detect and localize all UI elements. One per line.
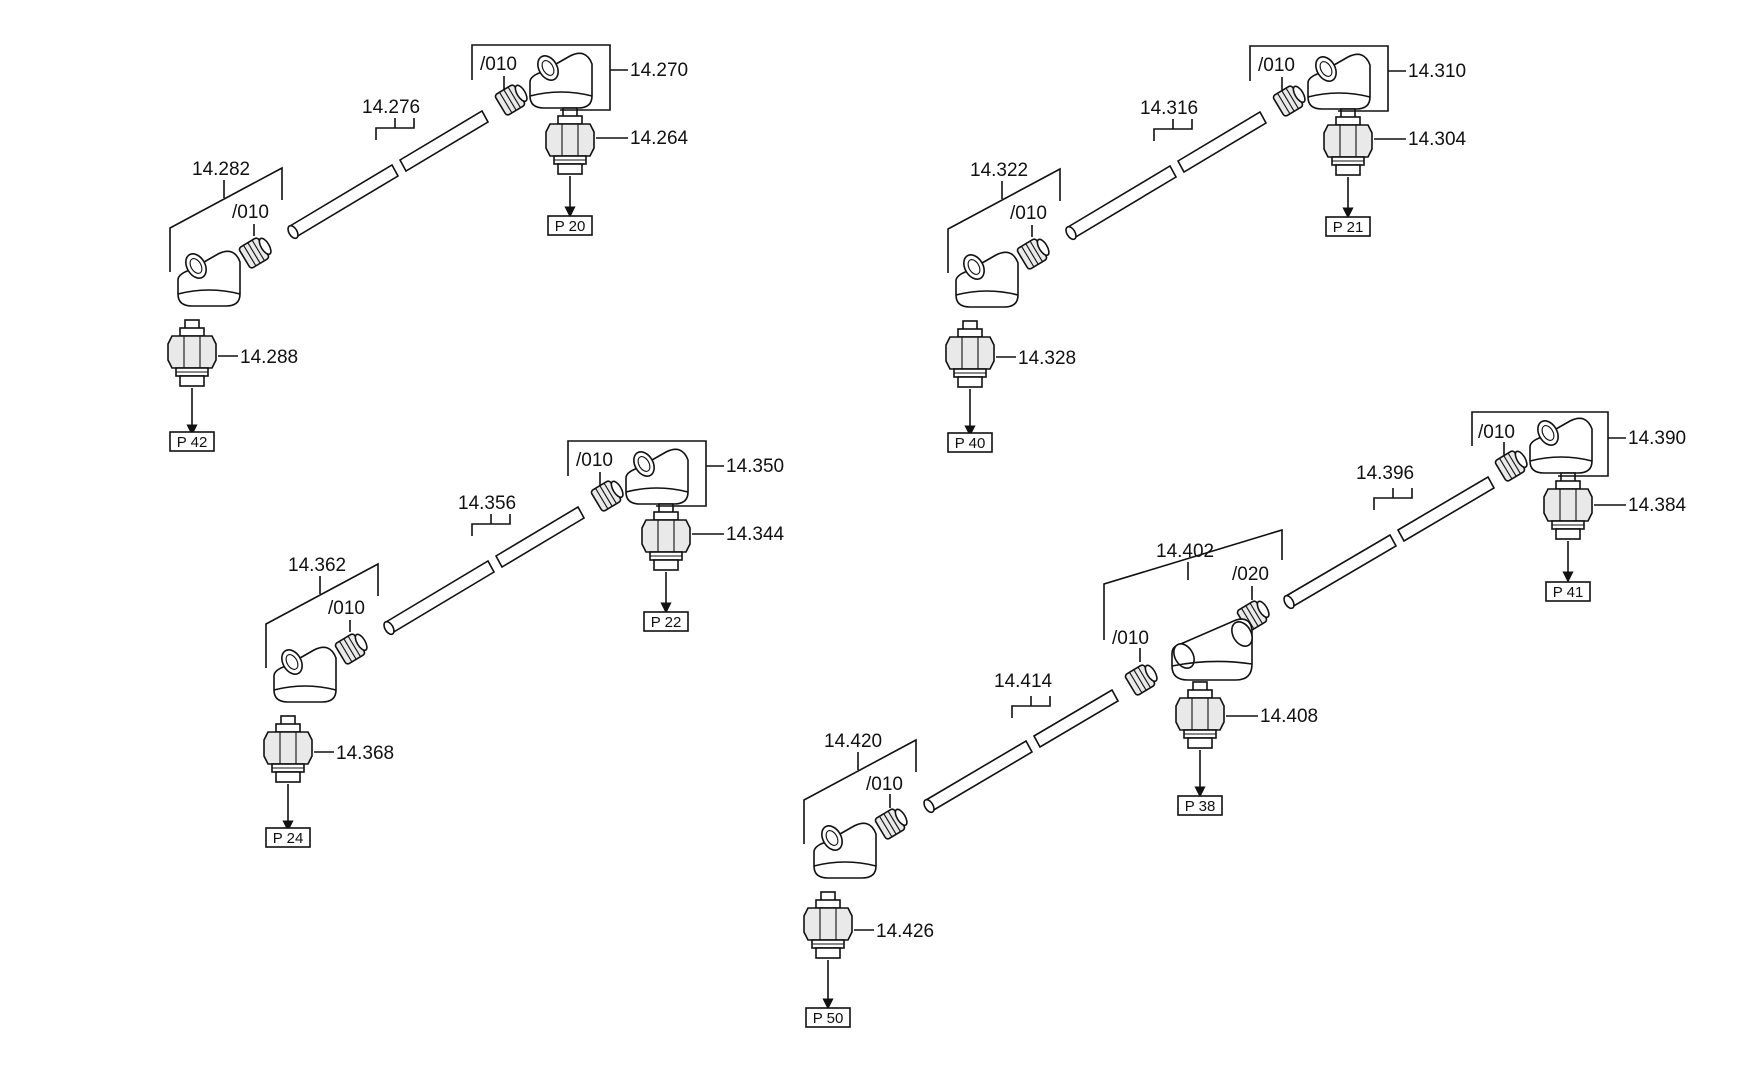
part-label: /020 (1232, 564, 1269, 585)
page-ref: P 41 (1553, 584, 1584, 601)
part-label: /010 (1478, 422, 1515, 443)
bracket (169, 166, 283, 272)
straight-connector (803, 891, 853, 959)
page-ref: P 38 (1185, 798, 1216, 815)
elbow-fitting (1529, 416, 1593, 474)
bracket (471, 44, 611, 111)
page-ref-box (805, 1007, 851, 1028)
straight-connector (545, 107, 595, 175)
straight-connector (1323, 108, 1373, 176)
elbow-fitting (177, 249, 241, 307)
part-label: 14.344 (726, 524, 785, 545)
straight-connector (641, 503, 691, 571)
nut-fitting (333, 629, 372, 666)
part-label: 14.282 (192, 159, 250, 180)
straight-connector (945, 320, 995, 388)
nut-fitting (589, 476, 628, 513)
part-label: 14.384 (1628, 495, 1687, 516)
page-ref: P 21 (1333, 219, 1364, 236)
page-ref-box (947, 432, 993, 453)
page-ref: P 50 (813, 1010, 844, 1027)
part-label: /010 (1112, 628, 1149, 649)
part-label: 14.414 (994, 671, 1053, 692)
part-label: 14.420 (824, 731, 882, 752)
page-ref-box (169, 431, 215, 452)
page-ref: P 24 (273, 830, 304, 847)
elbow-fitting (955, 250, 1019, 308)
nut-fitting (1271, 81, 1310, 118)
pipe-segment (1065, 110, 1268, 241)
page-ref: P 22 (651, 614, 682, 631)
nut-fitting (873, 804, 912, 841)
bracket (947, 167, 1061, 273)
part-label: 14.402 (1156, 541, 1214, 562)
page-ref-box (265, 827, 311, 848)
part-label: /010 (866, 774, 903, 795)
straight-connector (1543, 472, 1593, 540)
part-label: 14.426 (876, 921, 934, 942)
part-label: 14.362 (288, 555, 346, 576)
part-label: /010 (576, 450, 613, 471)
bracket (1471, 411, 1609, 477)
page-ref-box (1545, 581, 1591, 602)
bracket (265, 562, 379, 668)
page-ref: P 20 (555, 218, 586, 235)
pipe-segment (1283, 475, 1496, 610)
bracket (803, 738, 917, 844)
assembly-2: 14.310 /010 14.316 14.304 14.322 /010 14… (945, 45, 1467, 453)
part-label: 14.276 (362, 97, 420, 118)
part-label: /010 (232, 202, 269, 223)
bracket (1249, 45, 1389, 112)
elbow-fitting (1307, 52, 1371, 110)
page-ref: P 42 (177, 434, 208, 451)
part-label: 14.408 (1260, 706, 1318, 727)
nut-fitting (237, 233, 276, 270)
part-label: /010 (1010, 203, 1047, 224)
part-label: 14.316 (1140, 98, 1198, 119)
assembly-3: 14.350 /010 14.356 14.344 14.362 /010 14… (263, 440, 785, 848)
part-label: 14.322 (970, 160, 1028, 181)
part-label: /010 (1258, 55, 1295, 76)
part-label: 14.396 (1356, 463, 1414, 484)
bracket (1103, 528, 1283, 640)
pipe-segment (923, 688, 1120, 814)
pipe-segment (287, 109, 490, 240)
bracket (567, 440, 707, 507)
elbow-fitting (813, 821, 877, 879)
page-ref-box (1325, 216, 1371, 237)
assembly-4: 14.390 /010 14.396 14.384 14.402 /020 /0… (803, 411, 1687, 1028)
part-label: 14.264 (630, 128, 689, 149)
part-label: /010 (480, 54, 517, 75)
pipe-segment (383, 505, 586, 636)
part-label: 14.288 (240, 347, 298, 368)
part-label: 14.304 (1408, 129, 1467, 150)
elbow-fitting (625, 447, 689, 505)
tee-fitting (1168, 617, 1258, 681)
nut-fitting (1123, 660, 1162, 697)
page-ref-box (643, 611, 689, 632)
assembly-1: 14.270 /010 14.276 14.264 14.282 /010 14… (167, 44, 689, 452)
straight-connector (167, 319, 217, 387)
part-label: 14.328 (1018, 348, 1076, 369)
part-label: 14.390 (1628, 428, 1686, 449)
straight-connector (263, 715, 313, 783)
part-label: 14.368 (336, 743, 394, 764)
straight-connector (1175, 681, 1225, 749)
page-ref-box (1177, 795, 1223, 816)
part-label: 14.356 (458, 493, 516, 514)
nut-fitting (1493, 446, 1532, 483)
nut-fitting (1015, 234, 1054, 271)
nut-fitting (493, 80, 532, 117)
part-label: 14.350 (726, 456, 784, 477)
part-label: /010 (328, 598, 365, 619)
part-label: 14.310 (1408, 61, 1466, 82)
part-label: 14.270 (630, 60, 688, 81)
elbow-fitting (273, 645, 337, 703)
page-ref: P 40 (955, 435, 986, 452)
page-ref-box (547, 215, 593, 236)
elbow-fitting (529, 51, 593, 109)
